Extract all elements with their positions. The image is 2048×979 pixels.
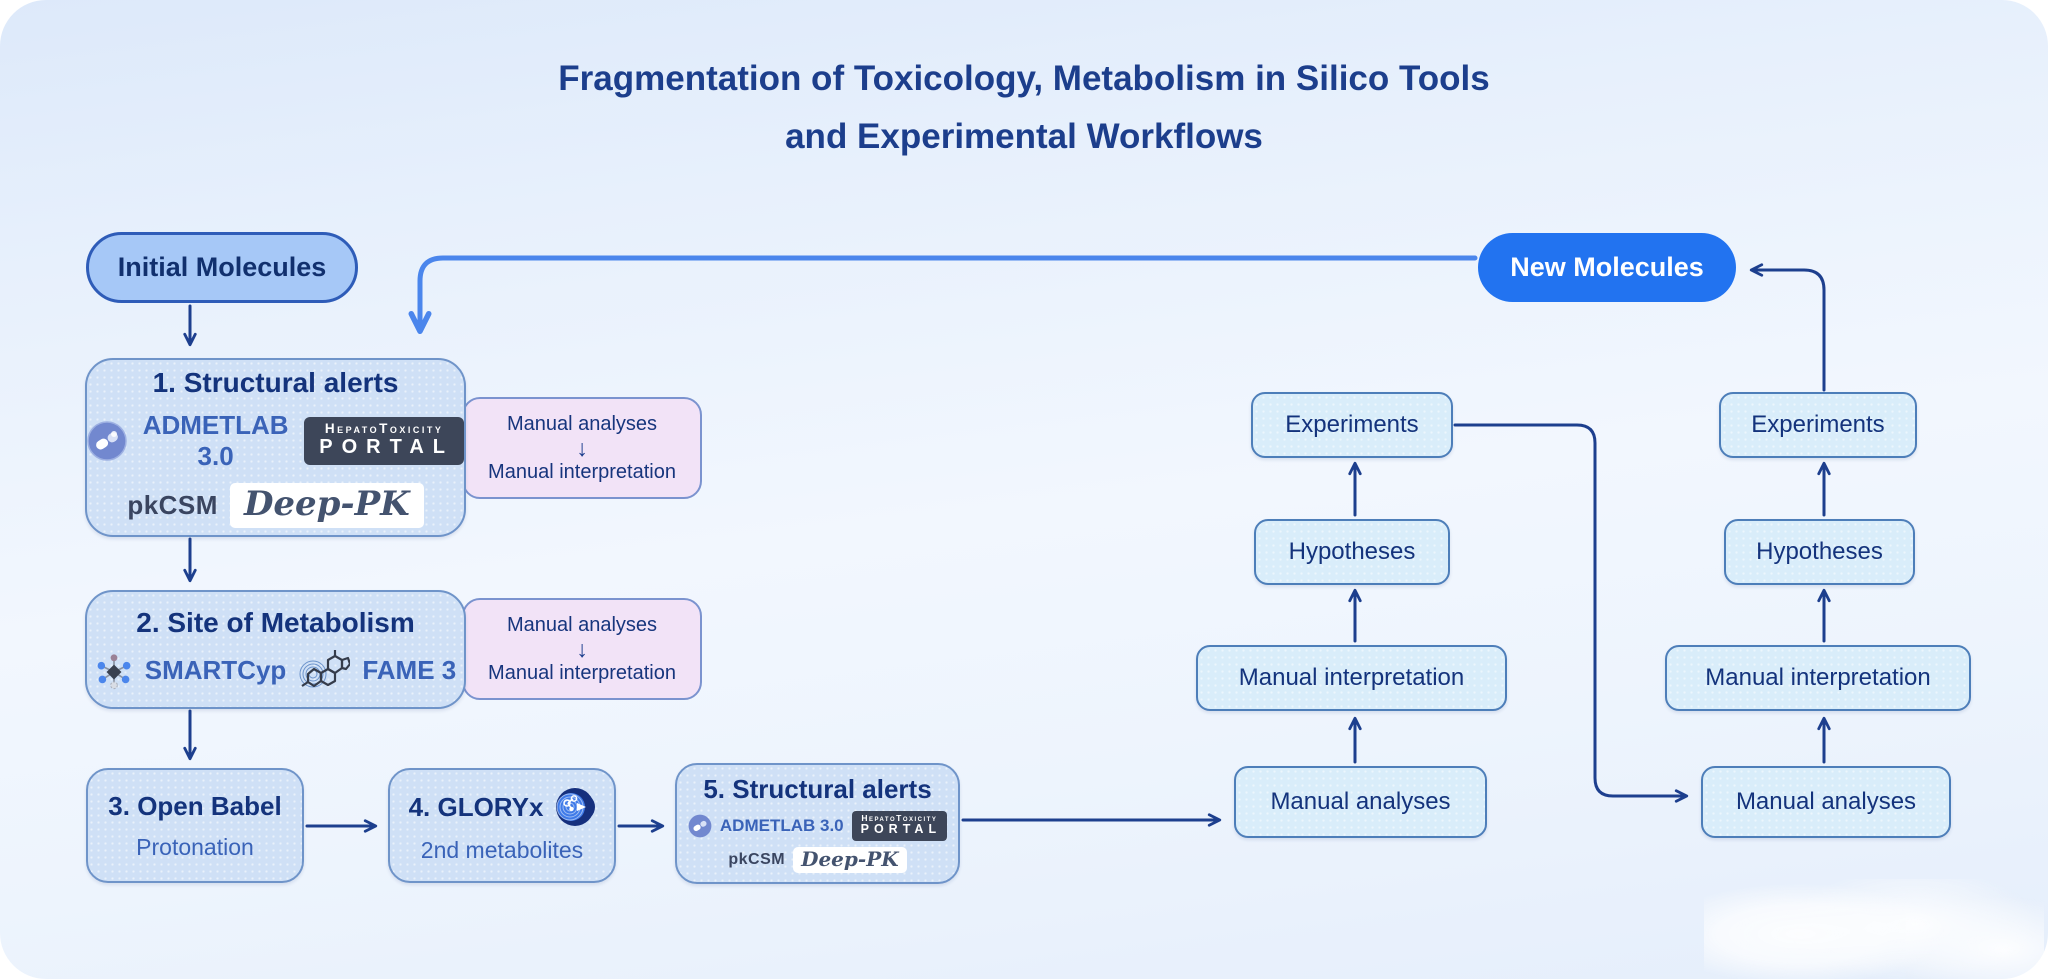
experiments-box-1: Experiments [1251, 392, 1453, 458]
step1-title: 1. Structural alerts [152, 367, 399, 398]
page-title-line2: and Experimental Workflows [785, 117, 1263, 156]
new-molecules-pill: New Molecules [1478, 233, 1736, 302]
admetlab-label: ADMETLAB 3.0 [142, 410, 289, 471]
down-arrow-icon: ↓ [576, 635, 588, 662]
deeppk-logo: Deep-PK [229, 483, 424, 528]
pkcsm-label: pkCSM [728, 850, 786, 868]
portal-badge-top: HepatoToxicity [861, 813, 938, 824]
manual-interpretation-label: Manual interpretation [1705, 664, 1931, 691]
hypotheses-box-1: Hypotheses [1254, 519, 1450, 585]
portal-badge-bottom: PORTAL [319, 435, 454, 458]
manual-panel-2: Manual analyses ↓ Manual interpretation [462, 598, 702, 700]
pkcsm-label: pkCSM [127, 490, 218, 520]
admetlab-icon [688, 814, 712, 838]
step5-title: 5. Structural alerts [703, 774, 932, 805]
watermark-patch [1704, 879, 2044, 979]
step2-tool-row: SMARTCyp FAME 3 [95, 649, 456, 693]
smartcyp-label: SMARTCyp [144, 655, 287, 685]
manual-panel-2-analyses: Manual analyses [506, 613, 658, 636]
manual-analyses-box-2: Manual analyses [1701, 766, 1951, 838]
step4-title-row: 4. GLORYx [409, 787, 596, 827]
connector-experiments2-to-new-molecules [1749, 263, 1826, 392]
manual-analyses-label: Manual analyses [1735, 788, 1917, 815]
deeppk-logo: Deep-PK [793, 846, 907, 873]
manual-interpretation-label: Manual interpretation [1238, 664, 1465, 691]
new-molecules-label: New Molecules [1510, 252, 1704, 282]
manual-analyses-label: Manual analyses [1270, 788, 1451, 815]
step2-title: 2. Site of Metabolism [136, 606, 415, 638]
step3-title: 3. Open Babel [108, 790, 282, 821]
manual-interpretation-box-2: Manual interpretation [1665, 645, 1971, 711]
connector-new-molecules-feedback [408, 255, 1478, 334]
fame3-icon [299, 649, 351, 687]
step4-subtitle: 2nd metabolites [420, 837, 584, 863]
down-arrow-icon: ↓ [576, 434, 588, 461]
step5-tool-row-2: pkCSM Deep-PK [728, 846, 907, 873]
fame3-label: FAME 3 [362, 655, 457, 685]
step3-open-babel-box: 3. Open Babel Protonation [86, 768, 304, 883]
manual-panel-1-interpretation: Manual interpretation [488, 460, 676, 483]
step2-site-of-metabolism-box: 2. Site of Metabolism SMARTCyp [85, 590, 466, 709]
manual-analyses-box-1: Manual analyses [1234, 766, 1487, 838]
experiments-label: Experiments [1751, 411, 1885, 438]
hepatotoxicity-portal-badge: HepatoToxicity PORTAL [304, 417, 464, 465]
hypotheses-label: Hypotheses [1288, 538, 1416, 565]
manual-panel-1: Manual analyses ↓ Manual interpretation [462, 397, 702, 499]
step1-tool-row-2: pkCSM Deep-PK [127, 483, 424, 528]
portal-badge-top: HepatoToxicity [324, 421, 444, 437]
step5-structural-alerts-box: 5. Structural alerts ADMETLAB 3.0 Hepato… [675, 763, 960, 884]
connector-experiments1-to-analyses2 [1453, 423, 1689, 803]
step3-subtitle: Protonation [136, 833, 254, 860]
portal-badge-bottom: PORTAL [860, 822, 942, 837]
gloryx-icon [556, 788, 596, 826]
step1-structural-alerts-box: 1. Structural alerts ADMETLAB 3.0 Hepato… [85, 358, 466, 537]
admetlab-icon [87, 421, 127, 461]
experiments-label: Experiments [1285, 411, 1419, 438]
step4-gloryx-box: 4. GLORYx 2nd metabolites [388, 768, 616, 883]
page-title: Fragmentation of Toxicology, Metabolism … [0, 50, 2048, 166]
hepatotoxicity-portal-badge: HepatoToxicity PORTAL [851, 811, 948, 841]
admetlab-label: ADMETLAB 3.0 [719, 815, 844, 835]
initial-molecules-label: Initial Molecules [117, 252, 327, 282]
manual-panel-2-interpretation: Manual interpretation [488, 661, 676, 684]
step1-tool-row-1: ADMETLAB 3.0 HepatoToxicity PORTAL [87, 410, 464, 472]
smartcyp-icon [97, 653, 131, 689]
page-title-line1: Fragmentation of Toxicology, Metabolism … [558, 59, 1490, 98]
manual-interpretation-box-1: Manual interpretation [1196, 645, 1507, 711]
step4-title: 4. GLORYx [408, 791, 544, 822]
step5-tool-row-1: ADMETLAB 3.0 HepatoToxicity PORTAL [688, 811, 948, 841]
manual-panel-1-analyses: Manual analyses [506, 412, 658, 435]
hypotheses-label: Hypotheses [1756, 538, 1883, 565]
hypotheses-box-2: Hypotheses [1724, 519, 1915, 585]
initial-molecules-pill: Initial Molecules [86, 232, 358, 303]
experiments-box-2: Experiments [1719, 392, 1917, 458]
